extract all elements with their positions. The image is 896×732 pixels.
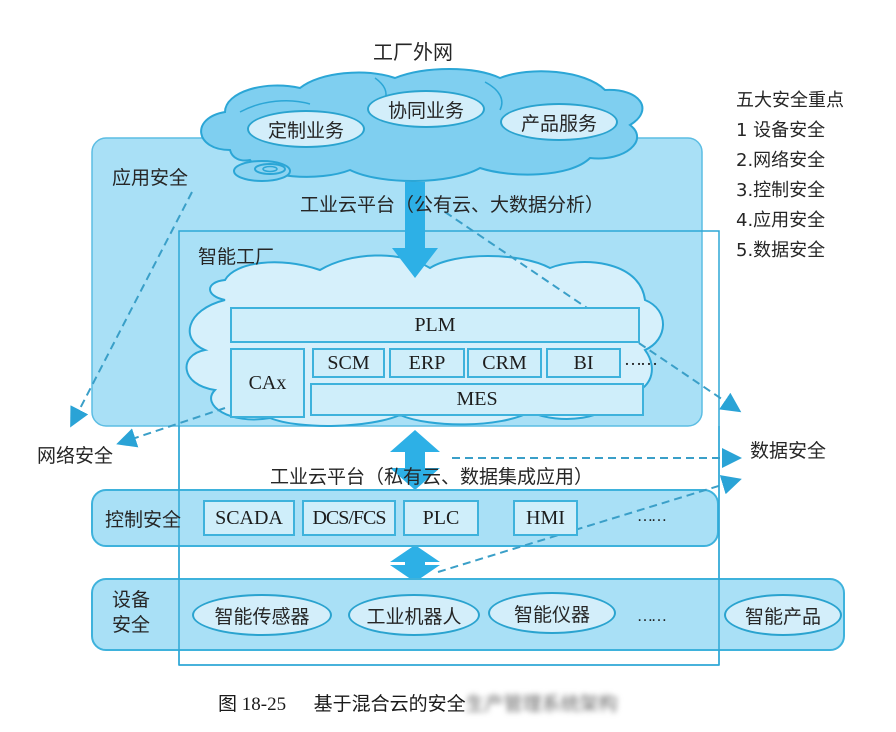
- scada-box: SCADA: [203, 500, 295, 536]
- device-label: 智能传感器: [214, 605, 310, 628]
- erp-label: ERP: [408, 351, 446, 374]
- external-network-title: 工厂外网: [373, 40, 453, 64]
- key-point-item: 2.网络安全: [736, 150, 826, 171]
- public-cloud-arrow: [392, 182, 438, 278]
- control-security-label: 控制安全: [105, 509, 182, 531]
- disc-icon: [233, 160, 291, 182]
- mes-box: MES: [310, 383, 644, 416]
- plc-box: PLC: [403, 500, 479, 536]
- device-to-data-dashed-line: [437, 475, 742, 573]
- service-customization: 定制业务: [247, 110, 365, 148]
- dcs-fcs-label: DCS/FCS: [312, 506, 386, 529]
- service-label: 产品服务: [520, 112, 597, 135]
- scm-box: SCM: [312, 348, 385, 378]
- figure-caption: 图 18-25 基于混合云的安全生产管理系统架构: [218, 689, 618, 716]
- application-security-label: 应用安全: [112, 167, 189, 189]
- data-security-label: 数据安全: [750, 440, 827, 462]
- cax-box: CAx: [230, 348, 305, 418]
- crm-box: CRM: [467, 348, 542, 378]
- dcs-fcs-box: DCS/FCS: [302, 500, 396, 536]
- key-point-item: 4.应用安全: [736, 210, 826, 231]
- app-to-network-dashed-line: [70, 191, 193, 428]
- device-label: 工业机器人: [366, 605, 462, 628]
- mes-label: MES: [456, 388, 498, 410]
- erp-box: ERP: [389, 348, 465, 378]
- plc-label: PLC: [422, 506, 460, 529]
- private-cloud-label: 工业云平台（私有云、数据集成应用）: [270, 466, 594, 488]
- service-product: 产品服务: [500, 103, 618, 141]
- key-point-item: 5.数据安全: [736, 240, 826, 261]
- smart-factory-label: 智能工厂: [198, 246, 275, 268]
- key-point-item: 1 设备安全: [736, 120, 826, 141]
- device-smart-product: 智能产品: [724, 594, 842, 636]
- bi-label: BI: [573, 351, 594, 374]
- public-cloud-label: 工业云平台（公有云、大数据分析）: [300, 194, 605, 216]
- device-security-label-line1: 设备: [112, 589, 151, 611]
- systems-ellipsis: ……: [624, 349, 658, 369]
- caption-blurred-text: 生产管理系统架构: [465, 693, 618, 715]
- device-smart-sensor: 智能传感器: [192, 594, 332, 636]
- device-label: 智能产品: [744, 605, 821, 628]
- hmi-box: HMI: [513, 500, 578, 536]
- control-ellipsis: ……: [637, 508, 667, 525]
- crm-label: CRM: [482, 351, 527, 374]
- five-key-points-title: 五大安全重点: [736, 90, 844, 111]
- scada-label: SCADA: [215, 506, 283, 529]
- plm-box: PLM: [230, 307, 640, 343]
- device-ellipsis: ……: [637, 608, 667, 625]
- device-label: 智能仪器: [513, 603, 590, 626]
- bi-box: BI: [546, 348, 621, 378]
- key-point-item: 3.控制安全: [736, 180, 826, 201]
- network-security-label: 网络安全: [37, 445, 114, 467]
- device-security-label: 设备 安全: [112, 588, 150, 638]
- scm-label: SCM: [327, 351, 370, 374]
- hmi-label: HMI: [526, 506, 565, 529]
- caption-text: 基于混合云的安全: [313, 693, 466, 715]
- figure-number: 图 18-25: [218, 694, 287, 715]
- service-collaboration: 协同业务: [367, 90, 485, 128]
- device-industrial-robot: 工业机器人: [348, 594, 480, 636]
- device-smart-instrument: 智能仪器: [488, 592, 616, 634]
- device-security-label-line2: 安全: [112, 614, 151, 636]
- cax-label: CAx: [248, 371, 287, 394]
- factory-control-arrow: [390, 430, 440, 490]
- factory-to-network-dashed-line: [116, 407, 226, 448]
- service-label: 协同业务: [387, 99, 464, 122]
- plm-label: PLM: [414, 313, 456, 336]
- control-device-arrow: [390, 545, 440, 582]
- service-label: 定制业务: [267, 119, 344, 142]
- five-key-points: 五大安全重点 1 设备安全 2.网络安全 3.控制安全 4.应用安全 5.数据安…: [736, 86, 844, 266]
